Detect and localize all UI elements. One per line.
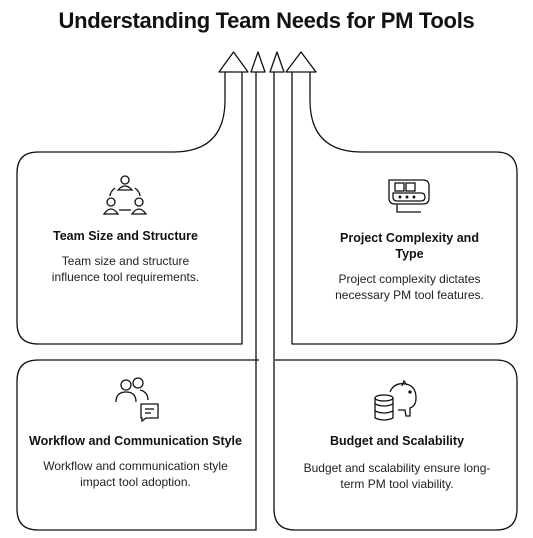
card-outline-team-size bbox=[16, 72, 243, 345]
card-title: Team Size and Structure bbox=[53, 229, 198, 243]
arrowhead-4 bbox=[285, 51, 317, 73]
card-title: Project Complexity and Type bbox=[340, 231, 479, 261]
card-outline-budget bbox=[273, 72, 518, 531]
card-description: Team size and structure influence tool r… bbox=[51, 254, 200, 284]
conveyor-icon bbox=[388, 179, 430, 213]
card-title: Budget and Scalability bbox=[329, 434, 465, 448]
people-chat-icon bbox=[115, 377, 159, 422]
card-team-size: Team Size and Structure Team size and st… bbox=[28, 228, 223, 285]
card-description: Workflow and communication style impact … bbox=[43, 459, 228, 489]
piggy-bank-icon bbox=[374, 379, 417, 421]
card-description: Project complexity dictates necessary PM… bbox=[335, 272, 484, 302]
arrowhead-3 bbox=[269, 51, 285, 73]
card-budget: Budget and Scalability Budget and scalab… bbox=[292, 433, 502, 492]
card-outline-workflow bbox=[16, 72, 259, 531]
arrowhead-1 bbox=[218, 51, 249, 73]
card-description: Budget and scalability ensure long-term … bbox=[303, 461, 491, 491]
page-title: Understanding Team Needs for PM Tools bbox=[58, 8, 475, 33]
card-title: Workflow and Communication Style bbox=[29, 434, 242, 448]
card-workflow: Workflow and Communication Style Workflo… bbox=[28, 433, 243, 490]
team-icon bbox=[102, 175, 148, 215]
arrowhead-2 bbox=[250, 51, 266, 73]
card-project-complexity: Project Complexity and Type Project comp… bbox=[312, 230, 507, 303]
card-outline-project-complexity bbox=[291, 72, 518, 345]
